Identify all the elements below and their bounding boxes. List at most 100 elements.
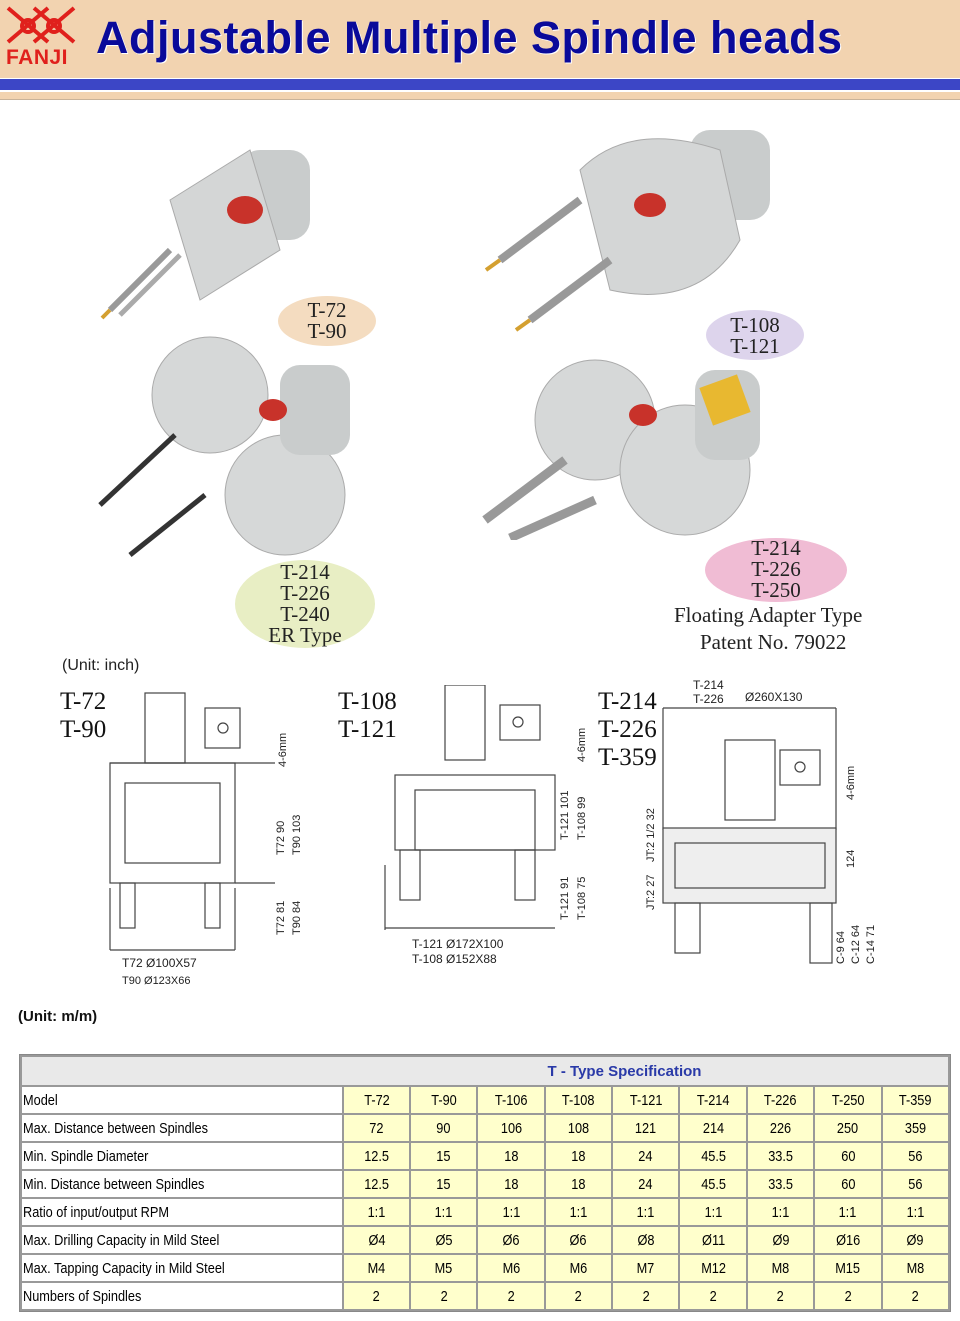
drawing-models-t108: T-108 T-121 [338, 688, 397, 744]
dimension-label: C-12 64 [850, 924, 862, 964]
model-label: T-72 [60, 688, 107, 715]
patent-number: Patent No. 79022 [700, 630, 847, 654]
table-cell: 2 [747, 1283, 814, 1309]
table-cell: 15 [411, 1143, 477, 1169]
table-cell: 2 [613, 1283, 679, 1309]
table-cell: M8 [882, 1255, 948, 1281]
row-label: Min. Distance between Spindles [22, 1171, 342, 1197]
brand-name: FANJI [6, 46, 69, 69]
table-title: T - Type Specification [22, 1057, 948, 1085]
dimension-label: T-108 99 [576, 796, 588, 840]
table-cell: 1:1 [882, 1199, 948, 1225]
table-cell: 56 [882, 1143, 948, 1169]
product-image-t72 [100, 149, 310, 320]
table-cell: 106 [478, 1115, 544, 1141]
table-cell: 18 [545, 1143, 612, 1169]
cell-value: T-108 [562, 1091, 595, 1109]
type-caption: ER Type [268, 623, 342, 647]
dimension-label: T-121 101 [559, 790, 571, 840]
model-badge-t214-er: T-214 T-226 T-240 ER Type [235, 560, 375, 648]
cell-value: T-72 [363, 1091, 390, 1109]
table-cell: 60 [815, 1171, 881, 1197]
page-title: Adjustable Multiple Spindle heads [96, 12, 843, 63]
table-cell: T-108 [545, 1087, 612, 1113]
cell-value: T-250 [831, 1091, 865, 1109]
cell-value: 72 [369, 1119, 384, 1137]
model-label: T-108 [730, 313, 780, 337]
table-cell: Ø6 [478, 1227, 544, 1253]
cell-value: 12.5 [364, 1147, 389, 1165]
cell-value: 2 [709, 1287, 717, 1305]
model-label: T-226 [598, 716, 657, 743]
table-cell: 18 [478, 1171, 544, 1197]
cell-value: 33.5 [768, 1175, 793, 1193]
table-cell: 12.5 [343, 1171, 410, 1197]
cell-value: 106 [500, 1119, 522, 1137]
cell-value: 214 [702, 1119, 724, 1137]
cell-value: 33.5 [768, 1147, 793, 1165]
table-cell: 2 [478, 1283, 544, 1309]
header-banner [0, 0, 960, 78]
cell-value: 24 [638, 1175, 653, 1193]
product-image-t214-er [98, 336, 350, 557]
cell-value: Ø6 [569, 1231, 587, 1249]
cell-value: 45.5 [700, 1147, 726, 1165]
model-label: T-108 [338, 688, 397, 715]
cell-value: M8 [906, 1259, 925, 1277]
table-cell: M4 [343, 1255, 410, 1281]
cell-value: M4 [367, 1259, 386, 1277]
row-label-text: Max. Drilling Capacity in Mild Steel [23, 1231, 220, 1249]
cell-value: 1:1 [434, 1203, 453, 1221]
table-cell: 2 [882, 1283, 948, 1309]
drawing-models-t72: T-72 T-90 [60, 688, 106, 744]
table-cell: M6 [545, 1255, 612, 1281]
table-cell: 1:1 [545, 1199, 612, 1225]
table-cell: T-226 [747, 1087, 814, 1113]
table-cell: 15 [411, 1171, 477, 1197]
header-divider-thin [0, 92, 960, 100]
cell-value: 226 [769, 1119, 792, 1137]
cell-value: M5 [434, 1259, 453, 1277]
table-cell: 12.5 [343, 1143, 410, 1169]
cell-value: Ø16 [835, 1231, 860, 1249]
table-cell: 226 [747, 1115, 814, 1141]
table-cell: 18 [545, 1171, 612, 1197]
size-label: Ø260X130 [745, 690, 803, 704]
cell-value: M8 [771, 1259, 790, 1277]
model-label: T-214 [280, 560, 330, 584]
unit-label-mm: (Unit: m/m) [18, 1008, 98, 1025]
model-label: T-72 [307, 298, 347, 322]
row-label-text: Model [23, 1091, 58, 1109]
size-label: T-108 Ø152X88 [412, 952, 497, 966]
size-label: T72 Ø100X57 [122, 956, 197, 970]
row-label-text: Min. Distance between Spindles [23, 1175, 205, 1193]
cell-value: T-121 [629, 1091, 663, 1109]
table-cell: 72 [343, 1115, 410, 1141]
size-label: T-121 Ø172X100 [412, 937, 504, 951]
model-label: T-121 [730, 334, 780, 358]
table-cell: 90 [411, 1115, 477, 1141]
table-cell: 108 [545, 1115, 612, 1141]
table-cell: 121 [613, 1115, 679, 1141]
technical-drawing-t108 [384, 685, 556, 930]
cell-value: T-359 [899, 1091, 932, 1109]
row-label-text: Max. Tapping Capacity in Mild Steel [23, 1259, 225, 1277]
table-row: Max. Tapping Capacity in Mild Steel M4 M5 M… [22, 1255, 948, 1281]
table-cell: Ø9 [747, 1227, 814, 1253]
cell-value: 56 [908, 1147, 923, 1165]
table-cell: M12 [680, 1255, 746, 1281]
model-label: T-214 [598, 688, 657, 715]
cell-value: M12 [700, 1259, 726, 1277]
cell-value: 1:1 [367, 1203, 386, 1221]
table-cell: Ø11 [680, 1227, 746, 1253]
table-cell: T-250 [815, 1087, 881, 1113]
model-badge-t72: T-72 T-90 [278, 296, 376, 346]
dimension-label: JT:2 1/2 32 [645, 808, 657, 862]
cell-value: 2 [372, 1287, 381, 1305]
cell-value: M7 [636, 1259, 655, 1277]
